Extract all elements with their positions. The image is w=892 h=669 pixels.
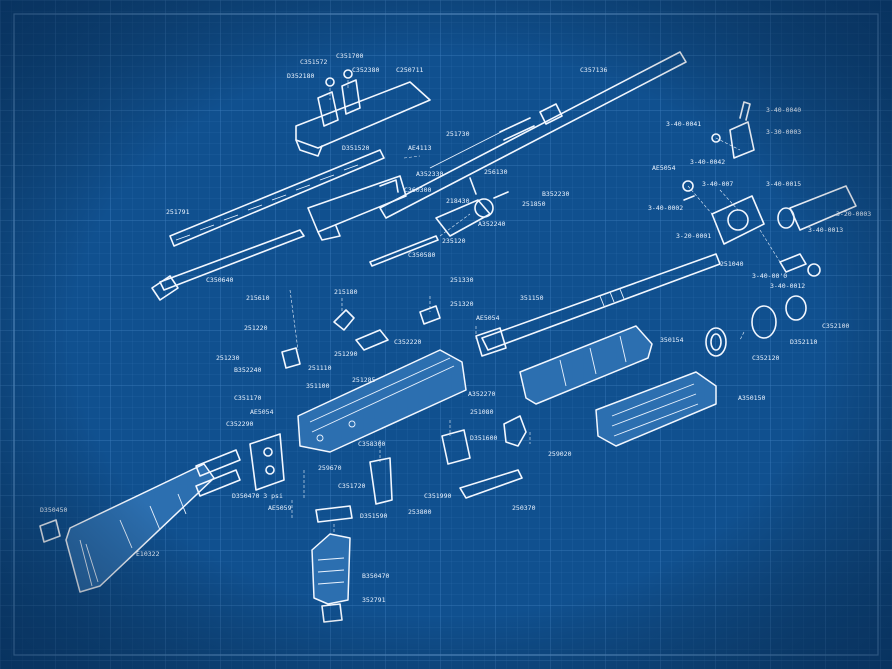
label-d350470: D350470 3 psi	[232, 492, 283, 500]
label-251230: 251230	[216, 354, 240, 362]
label-a352330: A352330	[416, 170, 443, 178]
label-251080: 251080	[470, 408, 494, 416]
label-c352380: C352380	[352, 66, 379, 74]
label-251330: 251330	[450, 276, 474, 284]
label-d352110: D352110	[790, 338, 817, 346]
label-c358300: C358300	[358, 440, 385, 448]
label-a352240: A352240	[478, 220, 505, 228]
label-251730: 251730	[446, 130, 470, 138]
label-351100: 351100	[306, 382, 330, 390]
label-d351520: D351520	[342, 144, 369, 152]
label-ae4113: AE4113	[408, 144, 432, 152]
label-251850: 251850	[522, 200, 546, 208]
label-c351572: C351572	[300, 58, 327, 66]
label-c352290: C352290	[226, 420, 253, 428]
label-250370: 250370	[512, 504, 536, 512]
label-251220: 251220	[244, 324, 268, 332]
label-251110: 251110	[308, 364, 332, 372]
label-251040: 251040	[720, 260, 744, 268]
label-3-20-0003: 3-20-0003	[836, 210, 871, 218]
label-3-40-0040: 3-40-0040	[766, 106, 801, 114]
label-3-40-0015: 3-40-0015	[766, 180, 801, 188]
label-3-40-007: 3-40-007	[702, 180, 733, 188]
label-251290: 251290	[334, 350, 358, 358]
label-b352230: B352230	[542, 190, 569, 198]
label-d352180: D352180	[287, 72, 314, 80]
label-c352100: C352100	[822, 322, 849, 330]
label-b352240: B352240	[234, 366, 261, 374]
label-3-40-0042: 3-40-0042	[690, 158, 725, 166]
label-3-30-0003: 3-30-0003	[766, 128, 801, 136]
label-c352220: C352220	[394, 338, 421, 346]
label-351150: 351150	[520, 294, 544, 302]
label-c250711: C250711	[396, 66, 423, 74]
label-3-40-0010: 3-40-00'0	[752, 272, 787, 280]
label-ae5054: AE5054	[652, 164, 676, 172]
label-352791: 352791	[362, 596, 386, 604]
label-c350640: C350640	[206, 276, 233, 284]
label-350154: 350154	[660, 336, 684, 344]
label-a350150: A350150	[738, 394, 765, 402]
label-c360300: C360300	[404, 186, 431, 194]
label-ae5059: AE5059	[268, 504, 292, 512]
label-215610: 215610	[246, 294, 270, 302]
label-3-20-0001: 3-20-0001	[676, 232, 711, 240]
label-ae5054b: AE5054	[476, 314, 500, 322]
label-d350450: D350450	[40, 506, 67, 514]
label-c351170: C351170	[234, 394, 261, 402]
label-218430: 218430	[446, 197, 470, 205]
label-3-40-0002: 3-40-0002	[648, 204, 683, 212]
label-c351990: C351990	[424, 492, 451, 500]
label-251285: 251285	[352, 376, 376, 384]
label-a352270: A352270	[468, 390, 495, 398]
label-3-40-0041: 3-40-0041	[666, 120, 701, 128]
label-259670: 259670	[318, 464, 342, 472]
label-259020: 259020	[548, 450, 572, 458]
label-251791: 251791	[166, 208, 190, 216]
label-256130: 256130	[484, 168, 508, 176]
label-d351590: D351590	[360, 512, 387, 520]
label-ae5054c: AE5054	[250, 408, 274, 416]
label-c357136: C357136	[580, 66, 607, 74]
label-c352120: C352120	[752, 354, 779, 362]
label-c351700: C351700	[336, 52, 363, 60]
label-c350580: C350580	[408, 251, 435, 259]
label-3-40-0013: 3-40-0013	[808, 226, 843, 234]
label-251320: 251320	[450, 300, 474, 308]
label-b350470: B350470	[362, 572, 389, 580]
label-253800: 253800	[408, 508, 432, 516]
label-c351720: C351720	[338, 482, 365, 490]
label-235120: 235120	[442, 237, 466, 245]
label-d351600: D351600	[470, 434, 497, 442]
label-215180: 215180	[334, 288, 358, 296]
label-3-40-0012: 3-40-0012	[770, 282, 805, 290]
label-e10322: E10322	[136, 550, 160, 558]
